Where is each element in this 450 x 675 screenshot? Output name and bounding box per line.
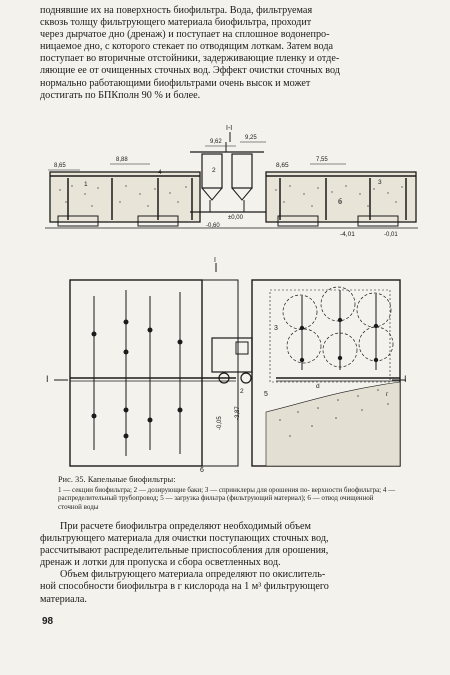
callout-d: d <box>316 383 320 390</box>
callout-4: 4 <box>158 169 162 176</box>
callout-5: 5 <box>264 391 268 398</box>
caption-text: 1 — секции биофильтра; 2 — дозирующие ба… <box>58 486 396 511</box>
text-line: рассчитывают распределительные приспособ… <box>40 545 329 557</box>
biofilter-drawing: I-I 8,65 8,88 9,62 9,25 7,55 <box>45 125 418 474</box>
figure-caption: Рис. 35. Капельные биофильтры: 1 — секци… <box>58 475 398 511</box>
callout-3: 3 <box>274 325 278 332</box>
dim-label: 7,55 <box>316 157 328 163</box>
dim-label: -0,60 <box>206 223 220 229</box>
section-mark: I <box>214 257 216 264</box>
text-line: сквозь толщу фильтрующего материала биоф… <box>40 17 312 29</box>
dim-label: 8,65 <box>54 163 66 169</box>
callout-1: 1 <box>84 181 88 188</box>
text-line: ной способности биофильтра в г кислорода… <box>40 581 329 593</box>
dim-label: 8,65 <box>276 162 289 169</box>
top-paragraph: поднявшие их на поверхность биофильтра. … <box>40 5 416 102</box>
text-line: нормально работающими биофильтрами очень… <box>40 77 311 89</box>
text-line: ницаемое дно, с которого стекает по отво… <box>40 41 334 53</box>
section-label: I-I <box>226 125 232 132</box>
plan-view: I I I <box>46 257 407 474</box>
callout-b: б <box>338 198 342 206</box>
page-number: 98 <box>42 616 54 627</box>
text-line: поступает во вторичные отстойники, задер… <box>40 53 340 65</box>
dim-label-vertical: -3,87 <box>235 406 241 420</box>
text-line: материала. <box>40 593 87 605</box>
callout-2: 2 <box>212 167 216 174</box>
caption-title: Рис. 35. Капельные биофильтры: <box>58 475 176 484</box>
section-view: I-I 8,65 8,88 9,62 9,25 7,55 <box>45 125 418 238</box>
bottom-paragraph: При расчете биофильтра определяют необхо… <box>40 521 416 606</box>
dim-label-vertical: -0,05 <box>217 416 223 430</box>
dim-label: -4,01 <box>340 231 355 238</box>
dim-label: 9,62 <box>210 139 222 145</box>
dim-label: ±0,00 <box>228 215 244 221</box>
text-line: через дырчатое дно (дренаж) и поступает … <box>40 29 330 41</box>
dim-label: 9,25 <box>245 135 257 141</box>
text-line: Объем фильтрующего материала определяют … <box>60 569 326 581</box>
text-line: дренаж и лотки для пропуска и сбора осве… <box>40 557 281 569</box>
section-mark: I <box>404 374 407 384</box>
text-line: При расчете биофильтра определяют необхо… <box>60 521 311 532</box>
level-marks: 8,65 8,88 9,62 9,25 7,55 <box>48 135 346 171</box>
text-line: достигать по БПКполн 90 % и более. <box>40 89 201 101</box>
section-mark: I <box>46 374 49 384</box>
dim-label: 8,88 <box>116 157 128 163</box>
text-line: ляющие ее от очищенных сточных вод. Эффе… <box>40 65 340 77</box>
callout-3-section: 3 <box>378 179 382 186</box>
text-line: фильтрующего материала для очистки посту… <box>40 533 329 545</box>
text-line: поднявшие их на поверхность биофильтра. … <box>40 5 313 16</box>
dim-label: -0,01 <box>384 232 398 238</box>
callout-6: 6 <box>200 467 204 474</box>
callout-2-plan: 2 <box>240 388 244 395</box>
figure-35: I-I 8,65 8,88 9,62 9,25 7,55 <box>40 120 420 480</box>
callout-g: г <box>386 391 389 398</box>
